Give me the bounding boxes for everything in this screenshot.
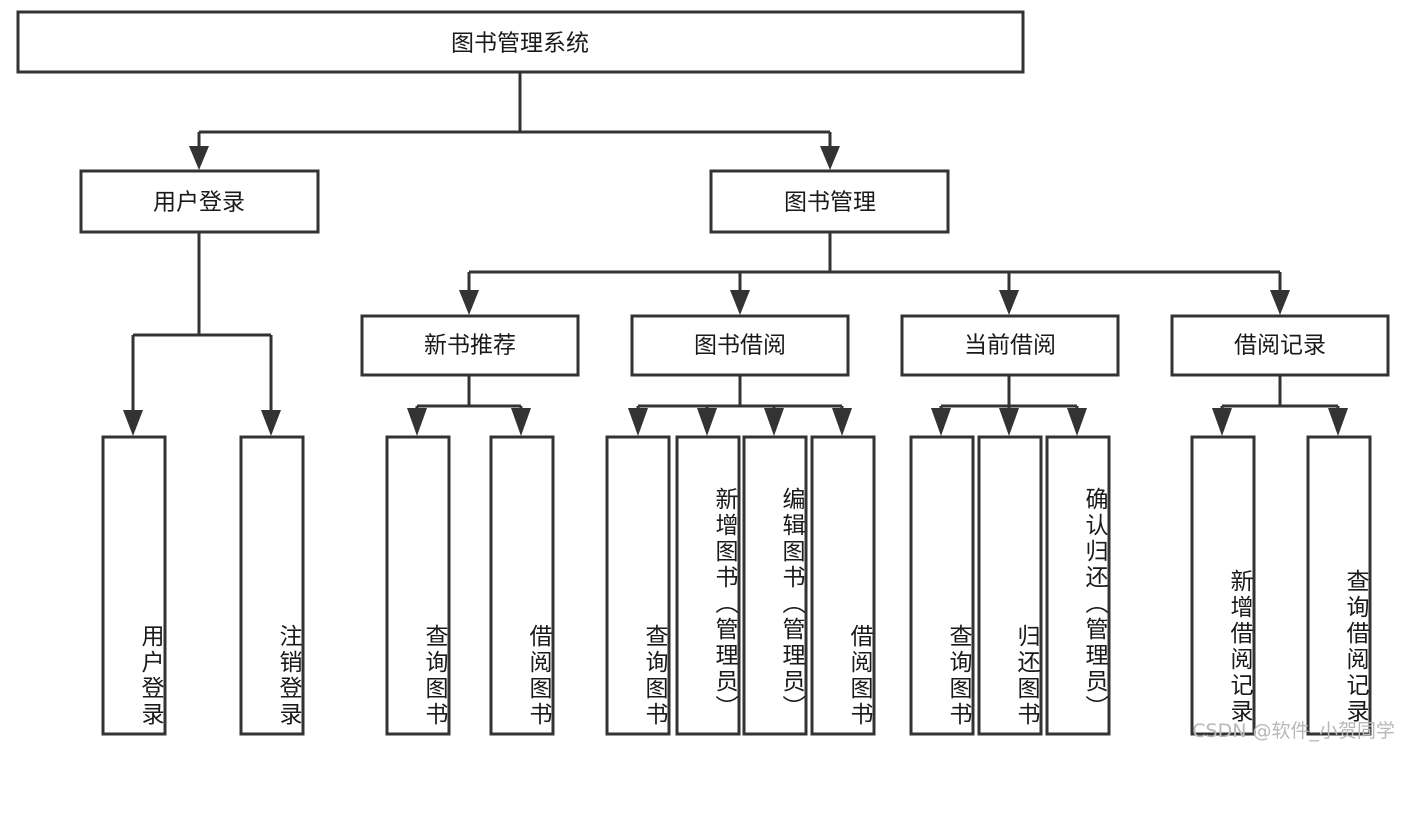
node-root-label: 图书管理系统 (451, 31, 589, 57)
node-current-borrow[interactable]: 当前借阅 (900, 314, 1120, 377)
leaf-box-user-login-2[interactable] (239, 435, 305, 736)
leaf-box-book-borrow-2[interactable] (675, 435, 741, 736)
arrowhead-borrow-record-leaf-1 (1212, 408, 1232, 436)
arrowhead-current-borrow-leaf-2 (999, 408, 1019, 436)
node-user-login[interactable]: 用户登录 (79, 169, 320, 234)
leaf-box-borrow-record-2[interactable] (1306, 435, 1372, 736)
arrowhead-leaf-user-login-1 (123, 410, 143, 436)
node-root-box[interactable] (16, 10, 1025, 74)
leaf-group-user-login (101, 435, 305, 736)
node-borrow-record-label: 借阅记录 (1234, 333, 1326, 359)
connector-group-new-book (407, 375, 531, 436)
node-new-book-recommend-box[interactable] (360, 314, 580, 377)
arrowhead-new-book (459, 290, 479, 315)
arrowhead-borrow-record-leaf-2 (1328, 408, 1348, 436)
arrowhead-book-borrow-leaf-3 (764, 408, 784, 436)
connector-group-user-login (123, 232, 281, 436)
connector-group-root (189, 72, 840, 170)
connector-group-borrow-record (1212, 375, 1348, 436)
node-book-borrow-box[interactable] (630, 314, 850, 377)
leaf-box-book-borrow-3[interactable] (742, 435, 808, 736)
arrowhead-current-borrow-leaf-1 (931, 408, 951, 436)
arrowhead-new-book-leaf-2 (511, 408, 531, 436)
connector-group-book-borrow (628, 375, 852, 436)
node-root[interactable]: 图书管理系统 (16, 10, 1025, 74)
arrowhead-book-borrow (730, 290, 750, 315)
leaf-group-book-borrow (605, 435, 876, 736)
arrowhead-current-borrow-leaf-3 (1067, 408, 1087, 436)
flowchart-svg: 图书管理系统 用户登录 图书管理 新书推荐 图书借阅 当前借阅 借阅记录 (16, 10, 1390, 736)
diagram-canvas: 图书管理系统 用户登录 图书管理 新书推荐 图书借阅 当前借阅 借阅记录 (16, 10, 1395, 742)
leaf-box-current-borrow-1[interactable] (909, 435, 975, 736)
leaf-group-current-borrow (909, 435, 1111, 736)
node-current-borrow-box[interactable] (900, 314, 1120, 377)
arrowhead-leaf-user-login-2 (261, 410, 281, 436)
csdn-watermark: CSDN @软件_小贺同学 (1192, 720, 1395, 742)
arrowhead-book-borrow-leaf-2 (697, 408, 717, 436)
arrowhead-borrow-record (1270, 290, 1290, 315)
arrowhead-book-manage (820, 146, 840, 170)
node-new-book-recommend-label: 新书推荐 (424, 333, 516, 359)
leaf-box-borrow-record-1[interactable] (1190, 435, 1256, 736)
leaf-group-borrow-record (1190, 435, 1372, 736)
node-book-borrow[interactable]: 图书借阅 (630, 314, 850, 377)
arrowhead-new-book-leaf-1 (407, 408, 427, 436)
arrowhead-book-borrow-leaf-1 (628, 408, 648, 436)
node-user-login-box[interactable] (79, 169, 320, 234)
arrowhead-user-login (189, 146, 209, 170)
leaf-box-book-borrow-1[interactable] (605, 435, 671, 736)
node-borrow-record-box[interactable] (1170, 314, 1390, 377)
node-current-borrow-label: 当前借阅 (964, 333, 1056, 359)
leaf-box-new-book-1[interactable] (385, 435, 451, 736)
node-book-manage-box[interactable] (709, 169, 950, 234)
node-new-book-recommend[interactable]: 新书推荐 (360, 314, 580, 377)
leaf-box-user-login-1[interactable] (101, 435, 167, 736)
node-user-login-label: 用户登录 (153, 190, 245, 216)
node-borrow-record[interactable]: 借阅记录 (1170, 314, 1390, 377)
arrowhead-current-borrow (999, 290, 1019, 315)
leaf-box-new-book-2[interactable] (489, 435, 555, 736)
leaf-box-current-borrow-2[interactable] (977, 435, 1043, 736)
arrowhead-book-borrow-leaf-4 (832, 408, 852, 436)
node-book-borrow-label: 图书借阅 (694, 333, 786, 359)
leaf-box-book-borrow-4[interactable] (810, 435, 876, 736)
connector-group-book-manage (459, 232, 1290, 315)
node-book-manage[interactable]: 图书管理 (709, 169, 950, 234)
leaf-group-new-book-recommend (385, 435, 555, 736)
node-book-manage-label: 图书管理 (784, 190, 876, 216)
leaf-box-current-borrow-3[interactable] (1045, 435, 1111, 736)
connector-group-current-borrow (931, 375, 1087, 436)
